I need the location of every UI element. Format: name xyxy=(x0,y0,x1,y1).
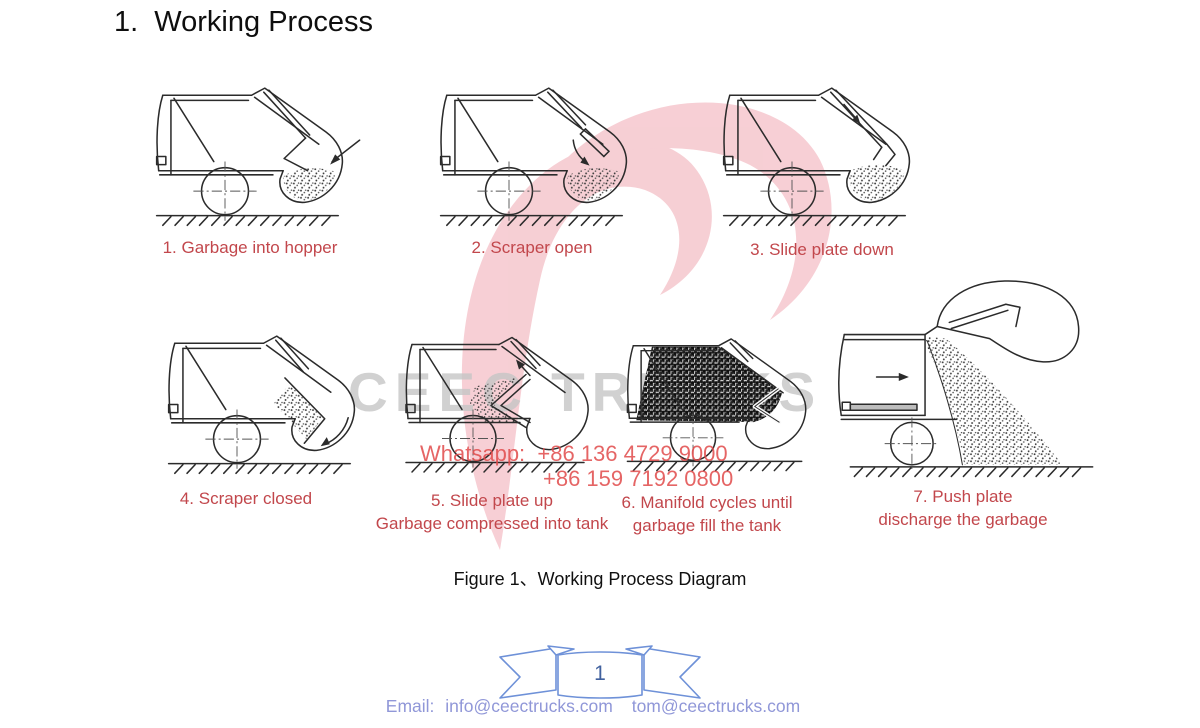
truck-step-3-figure xyxy=(722,87,911,227)
whatsapp-watermark-line1: Whatsapp: +86 136 4729 9000 xyxy=(420,441,728,466)
truck-step-7-figure xyxy=(838,280,1094,478)
step-2-caption: 2. Scraper open xyxy=(471,238,593,257)
truck-step-1-figure xyxy=(155,87,361,227)
footer-contact: Email: info@ceectrucks.com tom@ceectruck… xyxy=(0,696,1200,717)
step-5-caption: 5. Slide plate up Garbage compressed int… xyxy=(375,491,609,533)
step-6-caption: 6. Manifold cycles until garbage fill th… xyxy=(621,493,793,535)
step-3-caption: 3. Slide plate down xyxy=(750,240,894,259)
email-tom: tom@ceectrucks.com xyxy=(631,696,801,716)
truck-step-2-figure xyxy=(439,87,628,227)
step-7-caption: 7. Push plate discharge the garbage xyxy=(878,487,1048,529)
email-info: info@ceectrucks.com xyxy=(445,696,613,716)
email-label: Email: xyxy=(385,696,435,716)
figure-caption: Figure 1、Working Process Diagram xyxy=(453,569,747,589)
step-4-caption: 4. Scraper closed xyxy=(179,489,313,508)
step-1-caption: 1. Garbage into hopper xyxy=(162,238,338,257)
truck-step-4-figure xyxy=(167,335,356,475)
page-title: 1. Working Process xyxy=(114,6,373,38)
whatsapp-watermark-line2: +86 159 7192 0800 xyxy=(543,466,734,491)
page-number-ribbon xyxy=(499,645,701,699)
page-number: 1 xyxy=(594,662,606,685)
